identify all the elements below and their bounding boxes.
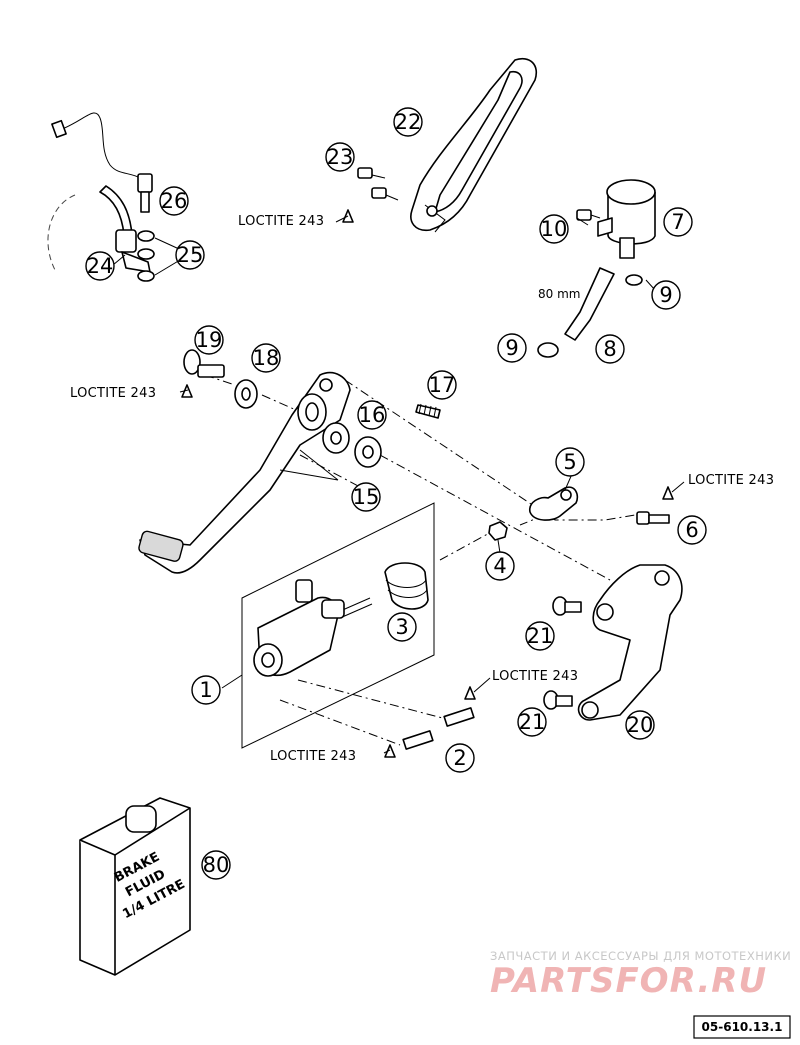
part-7-reservoir — [597, 179, 656, 259]
callout-10: 10 — [541, 217, 568, 241]
part-26-brake-switch — [51, 112, 153, 213]
callout-9-top: 9 — [659, 283, 672, 307]
part-2-bolts — [402, 707, 475, 750]
watermark-tagline: ЗАПЧАСТИ И АКСЕССУАРЫ ДЛЯ МОТОТЕХНИКИ — [490, 949, 791, 963]
part-25-washers — [137, 230, 155, 282]
callout-16: 16 — [359, 403, 386, 427]
loctite-label-19: LOCTITE 243 — [70, 386, 156, 401]
part-18-washer — [234, 379, 258, 409]
hose-length-dimension: 80 mm — [538, 287, 580, 301]
watermark-brand: PARTSFOR.RU — [490, 961, 767, 1001]
callout-4: 4 — [493, 554, 506, 578]
part-5-clevis — [529, 486, 579, 521]
part-8-hose — [564, 267, 615, 341]
part-16-bearings — [322, 422, 382, 468]
callout-1: 1 — [199, 678, 212, 702]
callout-3: 3 — [395, 615, 408, 639]
callout-23: 23 — [327, 145, 354, 169]
callout-19: 19 — [196, 328, 223, 352]
callout-24: 24 — [87, 254, 114, 278]
part-22-heel-guard — [410, 58, 537, 233]
loctite-drops — [181, 209, 674, 758]
callout-6: 6 — [685, 518, 698, 542]
callout-17: 17 — [429, 373, 456, 397]
callout-25: 25 — [177, 243, 204, 267]
part-1-outline-box — [241, 502, 435, 749]
callout-5: 5 — [563, 450, 576, 474]
watermark: ЗАПЧАСТИ И АКСЕССУАРЫ ДЛЯ МОТОТЕХНИКИ PA… — [490, 949, 791, 1001]
loctite-label-2a: LOCTITE 243 — [492, 669, 578, 684]
part-20-footrest-bracket — [577, 564, 683, 721]
part-80-brake-fluid-can: BRAKE FLUID 1/4 LITRE — [79, 797, 191, 976]
part-1-master-cylinder — [253, 579, 373, 677]
part-9-clamps — [537, 274, 643, 358]
loctite-label-6: LOCTITE 243 — [688, 473, 774, 488]
part-21-screws — [543, 596, 582, 710]
callout-7: 7 — [671, 210, 684, 234]
part-24-brake-hose — [47, 185, 151, 273]
reference-number: 05-610.13.1 — [702, 1020, 783, 1034]
callouts: 1 2 3 4 5 6 7 8 9 9 10 15 16 17 18 19 20… — [85, 107, 707, 880]
part-3-boot — [384, 562, 429, 610]
part-10-screw — [576, 209, 601, 221]
part-15-brake-pedal — [138, 371, 351, 574]
part-4-nut — [488, 521, 508, 541]
callout-9-bottom: 9 — [505, 336, 518, 360]
callout-26: 26 — [161, 189, 188, 213]
callout-2: 2 — [453, 746, 466, 770]
part-23-screws — [357, 167, 399, 201]
part-6-bolt — [636, 511, 670, 525]
part-19-pivot-bolt — [183, 349, 225, 378]
loctite-label-23: LOCTITE 243 — [238, 214, 324, 229]
part-17-spring — [415, 403, 441, 419]
callout-80: 80 — [203, 853, 230, 877]
callout-15: 15 — [353, 485, 380, 509]
loctite-label-2b: LOCTITE 243 — [270, 749, 356, 764]
callout-21-bottom: 21 — [519, 710, 546, 734]
callout-20: 20 — [627, 713, 654, 737]
callout-22: 22 — [395, 110, 422, 134]
assembly-lines — [204, 374, 636, 746]
callout-18: 18 — [253, 346, 280, 370]
callout-21-top: 21 — [527, 624, 554, 648]
callout-8: 8 — [603, 337, 616, 361]
reference-box — [693, 1015, 791, 1039]
